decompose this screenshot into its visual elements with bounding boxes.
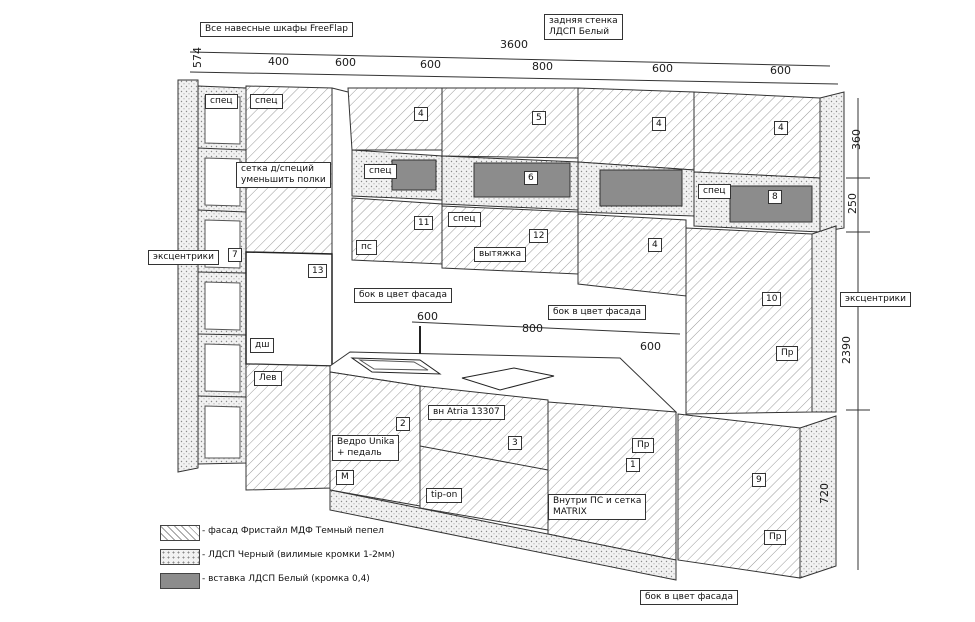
cabinet-number-3: 3 <box>508 436 522 450</box>
dim-w4: 800 <box>532 60 553 73</box>
dim-w2: 600 <box>335 56 356 69</box>
wall-cabinets <box>347 87 845 297</box>
dim-c1: 600 <box>417 310 438 323</box>
top-note: Все навесные шкафы FreeFlap <box>200 22 353 37</box>
cabinet-number-7: 7 <box>228 248 242 262</box>
label-tipon: tip-on <box>426 488 463 503</box>
legend-swatch-hatch <box>160 525 200 541</box>
back-note: задняя стенка ЛДСП Белый <box>544 14 623 40</box>
label-dishwasher: дш <box>250 338 275 353</box>
label-bin: Ведро Unika + педаль <box>332 435 400 461</box>
dim-c2: 800 <box>522 322 543 335</box>
dim-w6: 600 <box>770 64 791 77</box>
label-side-color-1: бок в цвет фасада <box>354 288 453 303</box>
label-lev: Лев <box>254 371 282 386</box>
label-pr-1: Пр <box>632 438 655 453</box>
legend-swatch-gray <box>160 573 200 589</box>
cabinet-number-8: 8 <box>768 190 782 204</box>
left-wall <box>177 79 199 473</box>
legend-swatch-dots <box>160 549 200 565</box>
label-spec-right: спец <box>698 184 731 199</box>
dim-total: 3600 <box>500 38 528 51</box>
cabinet-number-1: 1 <box>626 458 640 472</box>
legend-text-1: - фасад Фристайл МДФ Темный пепел <box>202 526 384 536</box>
legend-text-3: - вставка ЛДСП Белый (кромка 0,4) <box>202 574 370 584</box>
label-spec-left: спец <box>205 94 238 109</box>
label-spec-left2: спец <box>250 94 283 109</box>
cabinet-number-4d: 4 <box>648 238 662 252</box>
dim-r1: 360 <box>850 129 863 150</box>
label-hood: вытяжка <box>474 247 527 262</box>
dim-r3: 2390 <box>840 336 853 364</box>
label-mesh-note: сетка д/специй уменьшить полки <box>236 162 331 188</box>
label-side-color-2: бок в цвет фасада <box>548 305 647 320</box>
label-pr-2: Пр <box>776 346 799 361</box>
cabinet-number-9: 9 <box>752 473 766 487</box>
dimension-lines <box>189 51 870 570</box>
label-spec-mid: спец <box>448 212 481 227</box>
label-eccentrics-left: эксцентрики <box>148 250 219 265</box>
cabinet-number-2: 2 <box>396 417 410 431</box>
cabinet-number-13: 13 <box>308 264 328 278</box>
cabinet-number-4b: 4 <box>652 117 666 131</box>
dim-side: 574 <box>191 47 204 68</box>
dim-w5: 600 <box>652 62 673 75</box>
dim-c3: 600 <box>640 340 661 353</box>
label-pr-3: Пр <box>764 530 787 545</box>
label-eccentrics-right: эксцентрики <box>840 292 911 307</box>
cabinet-number-12: 12 <box>529 229 549 243</box>
label-inside: Внутри ПС и сетка MATRIX <box>548 494 647 520</box>
cabinet-number-11: 11 <box>414 216 434 230</box>
legend-text-2: - ЛДСП Черный (вилимые кромки 1-2мм) <box>202 550 395 560</box>
dim-r2: 250 <box>846 193 859 214</box>
label-hob: вн Atria 13307 <box>428 405 505 420</box>
cabinet-number-10: 10 <box>762 292 782 306</box>
cabinet-number-5: 5 <box>532 111 546 125</box>
label-spec-shelf: спец <box>364 164 397 179</box>
dim-w1: 400 <box>268 55 289 68</box>
tall-right-column <box>677 225 837 579</box>
cabinet-number-6: 6 <box>524 171 538 185</box>
dim-w3: 600 <box>420 58 441 71</box>
dim-r4: 720 <box>818 483 831 504</box>
cabinet-number-4a: 4 <box>414 107 428 121</box>
open-shelving <box>197 85 247 465</box>
label-m: М <box>336 470 354 485</box>
label-side-color-3: бок в цвет фасада <box>640 590 739 605</box>
label-ps: пс <box>356 240 377 255</box>
cabinet-number-4c: 4 <box>774 121 788 135</box>
